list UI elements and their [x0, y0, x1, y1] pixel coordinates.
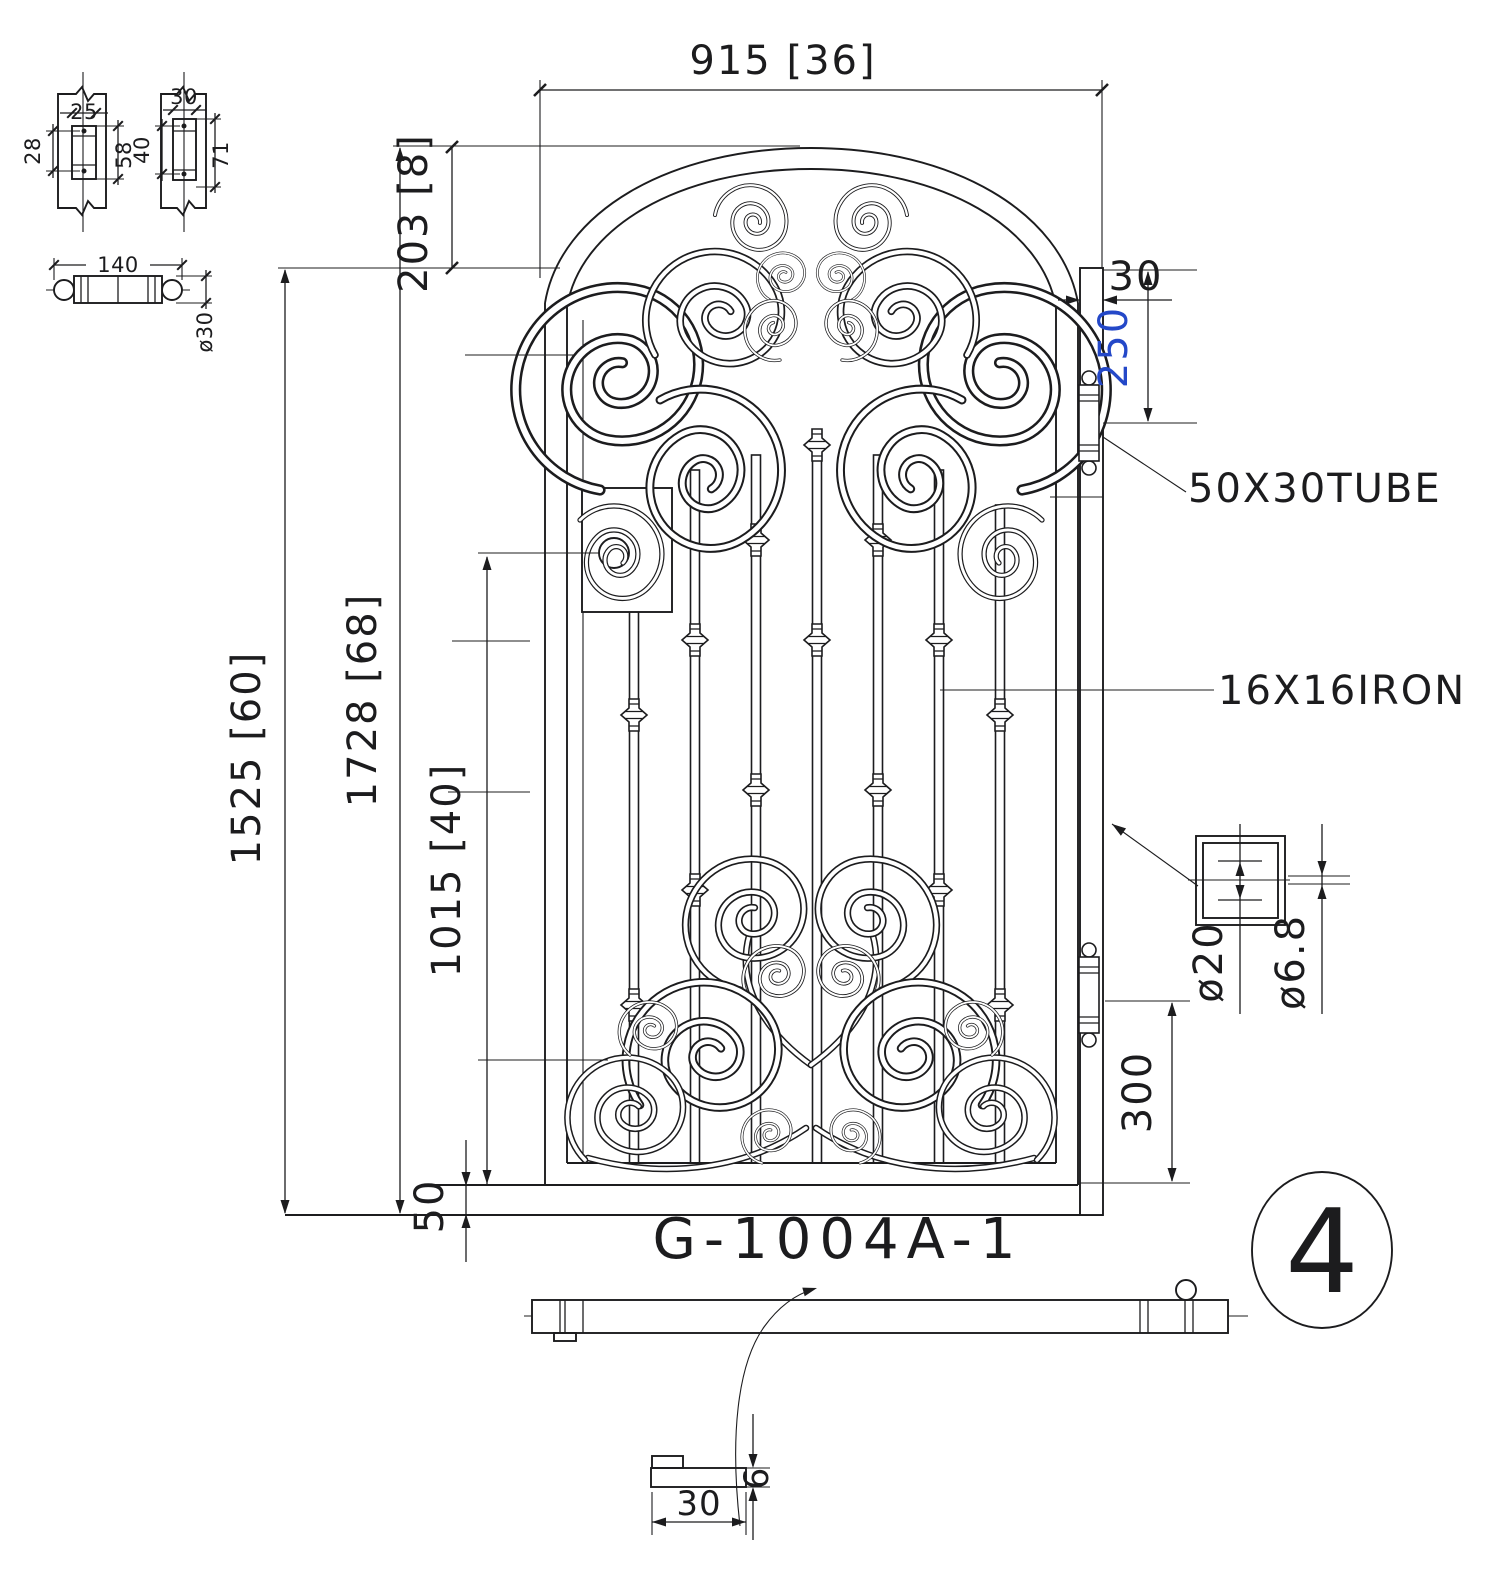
plate-b-width-dim: 30: [170, 85, 198, 109]
hinge-barrel-detail: 140 ø30: [46, 253, 217, 353]
picket-label: 16X16IRON: [1218, 668, 1466, 714]
tube-label: 50X30TUBE: [1188, 466, 1442, 512]
total-height-dim: 1728 [68]: [340, 593, 386, 808]
hinge-plate-a-detail: 25 28 58: [21, 72, 136, 232]
hinge-plate-b-detail: 30 40 71: [130, 72, 233, 232]
barrel-length-dim: 140: [97, 253, 139, 277]
barrel-dia-dim: ø30: [193, 311, 217, 352]
post-width-dim: 30: [1109, 254, 1164, 300]
swing-arrow: [735, 1288, 815, 1527]
frame-height-dim: 1525 [60]: [224, 651, 270, 866]
hinge-top: [1078, 370, 1100, 476]
lock-height-dim: 1015 [40]: [424, 763, 470, 978]
flat-bar-width-dim: 30: [676, 1484, 721, 1524]
hinge-bottom: [1078, 942, 1100, 1048]
picket-bars: [628, 439, 1006, 1164]
dimensions-left: 915 [36] 203 [8] 1728 [68] 1525 [60] 101…: [224, 38, 1110, 1262]
bore-dim: ø20: [1186, 921, 1232, 1002]
bottom-rail-dim: 50: [407, 1179, 453, 1234]
plate-a-width-dim: 25: [70, 100, 98, 124]
overall-width-dim: 915 [36]: [689, 38, 876, 84]
top-hinge-offset-dim: 250: [1091, 306, 1137, 388]
gate-elevation: [285, 147, 1122, 1216]
pin-hole-dim: ø6.8: [1268, 914, 1314, 1010]
flat-bar-detail: 30 6: [650, 1414, 777, 1540]
plan-view: [524, 1279, 1248, 1527]
gate-frame: [285, 147, 1103, 1216]
dimensions-right: 30 250 300 50X30TUBE 16X16IRON: [940, 254, 1466, 1184]
model-title: G-1004A-1: [652, 1207, 1023, 1272]
sheet-badge: 4: [1251, 1171, 1393, 1329]
sheet-number: 4: [1285, 1185, 1359, 1320]
hinge-pin-plan: [1175, 1279, 1197, 1301]
tube-section-detail: ø20 ø6.8: [1109, 820, 1350, 1014]
plate-a-pitch-dim: 28: [21, 137, 45, 165]
plate-a-height-dim: 58: [112, 141, 136, 169]
bottom-hinge-offset-dim: 300: [1115, 1051, 1161, 1133]
bottom-scrollwork: [543, 849, 1080, 1192]
plate-b-height-dim: 71: [209, 141, 233, 169]
plate-b-pitch-dim: 40: [130, 136, 154, 164]
flat-bar-thickness-dim: 6: [737, 1467, 777, 1490]
